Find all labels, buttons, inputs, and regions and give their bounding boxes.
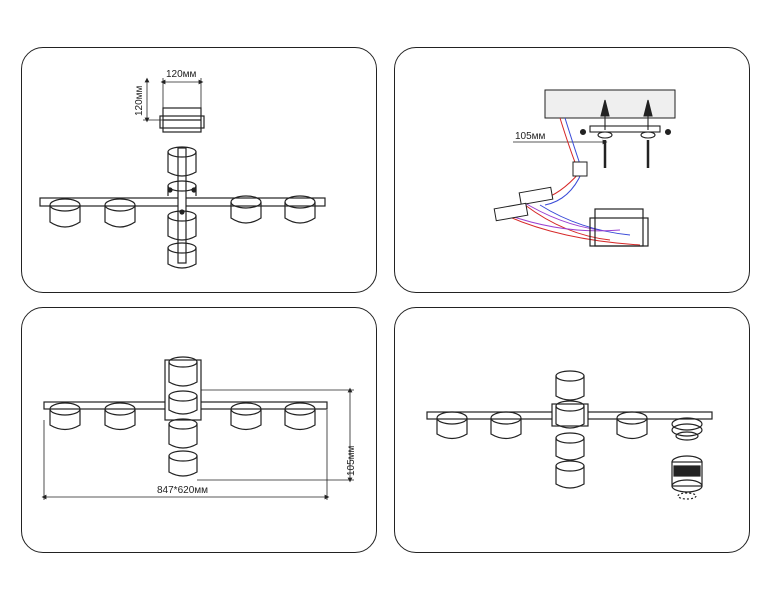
shade-left-1 [49, 198, 81, 228]
dim-width-label: 120мм [166, 69, 197, 80]
fixture-front-view [43, 356, 328, 477]
shade-p3-left-1 [49, 402, 81, 431]
dim-spacing-label: 105мм [515, 131, 546, 142]
shade-p3-right-1 [230, 402, 262, 431]
ceiling-slab [544, 89, 676, 119]
shade-p4-bottom-1 [555, 432, 585, 461]
shade-p3-right-2 [284, 402, 316, 431]
dim-p3-height [197, 387, 354, 483]
fixture-top-view [39, 107, 326, 269]
dim-height [143, 77, 163, 123]
shade-p4-left-1 [436, 411, 468, 440]
shade-p4-left-2 [490, 411, 522, 440]
driver-box [589, 208, 649, 247]
shade-p3-bottom-1 [168, 418, 198, 449]
mounting-bracket [579, 99, 672, 168]
shade-exploded-body [671, 455, 703, 493]
terminal-blocks [493, 161, 588, 222]
shade-right-2 [284, 195, 316, 224]
shade-right-1 [230, 195, 262, 224]
shade-bottom-2 [167, 242, 197, 269]
shade-p3-top [168, 356, 198, 387]
shade-p4-top [555, 370, 585, 401]
shade-p3-bottom-2 [168, 450, 198, 477]
shade-exploded-holder [671, 417, 703, 441]
shade-p3-mid [168, 390, 198, 415]
panel-mounting [394, 47, 750, 293]
shade-left-2 [104, 198, 136, 228]
panel-overall-dimensions [21, 307, 377, 553]
dim-p3-height-label: 105мм [346, 445, 357, 476]
shade-top [167, 146, 197, 177]
shade-p4-bottom-2 [555, 460, 585, 489]
panel-top-view [21, 47, 377, 293]
shade-p4-mid [555, 400, 585, 429]
dim-height-label: 120мм [134, 85, 145, 116]
shade-p4-right-1 [616, 411, 648, 440]
dim-width [160, 78, 204, 108]
dim-overall [41, 410, 330, 500]
shade-p3-left-2 [104, 402, 136, 431]
dim-overall-label: 847*620мм [157, 485, 208, 496]
fixture-detail-view [426, 370, 713, 500]
